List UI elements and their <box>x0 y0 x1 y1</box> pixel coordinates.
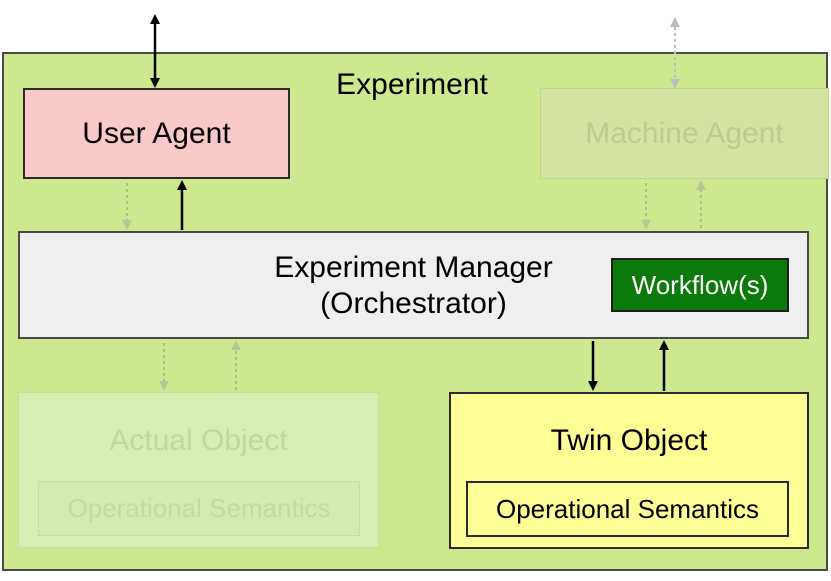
actual-operational-semantics-box[interactable]: Operational Semantics <box>38 481 360 536</box>
experiment-manager-title: Experiment Manager (Orchestrator) <box>18 250 809 322</box>
actual-object-title: Actual Object <box>109 424 288 457</box>
manager-title-line2: (Orchestrator) <box>320 287 507 320</box>
experiment-title: Experiment <box>336 68 488 101</box>
machine-agent-box[interactable]: Machine Agent <box>540 88 829 179</box>
workflows-box[interactable]: Workflow(s) <box>611 258 789 312</box>
manager-title-line1: Experiment Manager <box>274 251 553 284</box>
user-agent-box[interactable]: User Agent <box>23 88 290 179</box>
twin-object-title: Twin Object <box>550 424 708 457</box>
twin-operational-semantics-box[interactable]: Operational Semantics <box>466 481 789 537</box>
